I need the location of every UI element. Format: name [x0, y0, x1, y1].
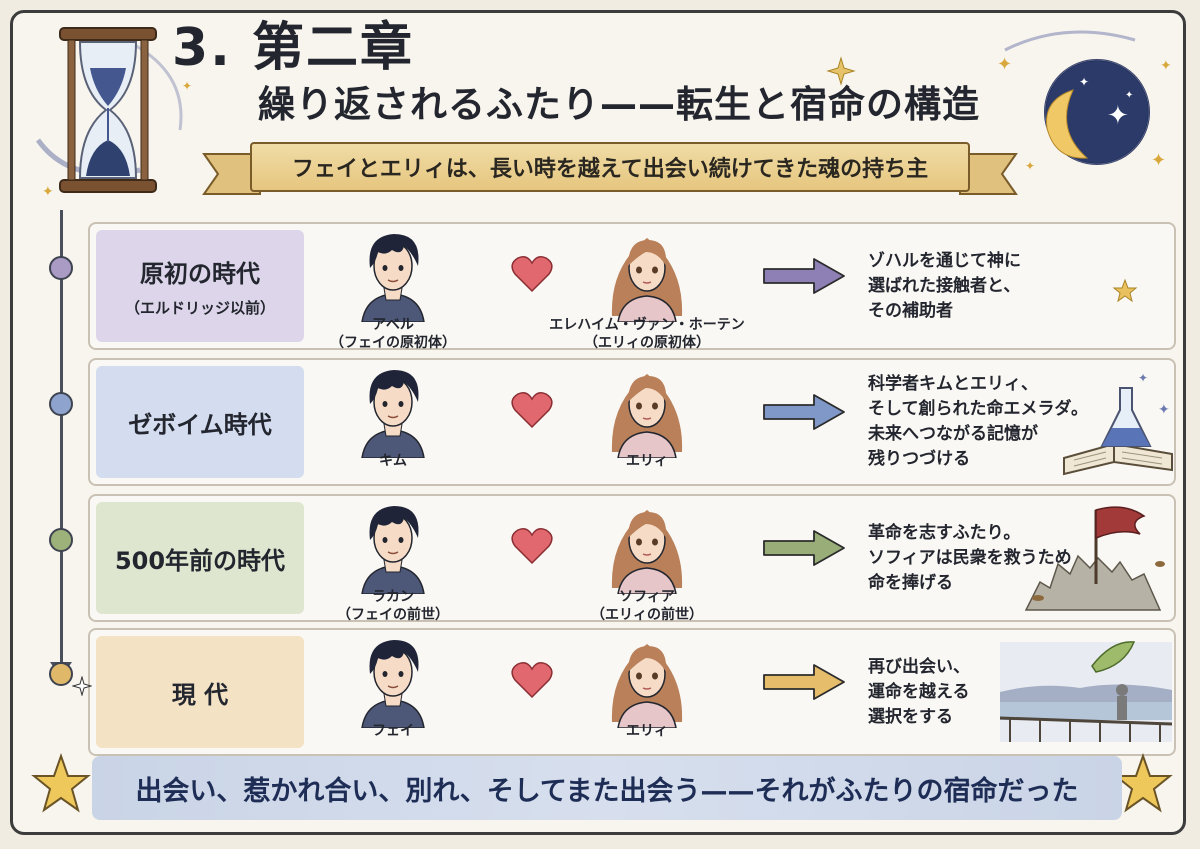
description-line: 残りつづける — [868, 449, 971, 469]
star-icon — [1112, 278, 1138, 303]
timeline-line — [60, 210, 63, 670]
female-caption: エレハイム・ヴァン・ホーテン （エリィの原初体） — [537, 316, 757, 352]
male-caption: フェイ — [283, 722, 503, 740]
era-panel: ゼボイム時代 — [96, 366, 304, 478]
male-name: ラカン — [372, 589, 414, 605]
female-note: （エリィの原初体） — [584, 335, 710, 351]
male-portrait — [348, 498, 438, 595]
banner-text: フェイとエリィは、長い時を越えて出会い続けてきた魂の持ち主 — [250, 142, 970, 192]
male-name: キム — [379, 453, 407, 469]
arrow-right-icon — [762, 662, 846, 702]
era-row: 現 代フェイ エリィ 再び出会い、運命を越える選択をする — [88, 628, 1176, 756]
description-line: 選ばれた接触者と、 — [868, 276, 1021, 296]
timeline-dot — [49, 256, 73, 280]
timeline-dot — [49, 662, 73, 686]
moon-icon: ✦ ✦ ✦ ✦ ✦ ✦ ✦ — [997, 30, 1172, 173]
male-portrait — [348, 362, 438, 459]
era-name: ゼボイム時代 — [128, 410, 272, 439]
era-description: 革命を志すふたり。ソフィアは民衆を救うため命を捧げる — [868, 521, 1072, 596]
male-portrait — [348, 632, 438, 729]
era-subtitle: （エルドリッジ以前） — [124, 299, 275, 317]
era-row: 原初の時代 （エルドリッジ以前） アベル （フェイの原初体） エレハイム・ヴァン・ホーテ… — [88, 222, 1176, 352]
star-icon — [1113, 752, 1173, 813]
female-name: エリィ — [626, 723, 668, 739]
female-name: ソフィア — [619, 589, 675, 605]
star-icon — [31, 752, 91, 813]
era-row: 500年前の時代ラカン （フェイの前世） ソフィア （エリィの前世） 革命を志すふたり。… — [88, 494, 1176, 624]
era-name: 500年前の時代 — [114, 546, 286, 575]
description-line: ソフィアは民衆を救うため — [868, 548, 1072, 568]
female-caption: エリィ — [537, 452, 757, 470]
svg-text:✦: ✦ — [1025, 159, 1035, 173]
arrow-right-icon — [762, 392, 846, 432]
female-note: （エリィの前世） — [591, 607, 703, 623]
female-portrait — [602, 498, 692, 595]
female-caption: ソフィア （エリィの前世） — [537, 588, 757, 624]
svg-text:✦: ✦ — [1158, 402, 1170, 418]
sparkle-icon — [826, 56, 856, 86]
svg-text:✦: ✦ — [1079, 75, 1089, 89]
heart-icon — [510, 526, 554, 566]
description-line: 未来へつながる記憶が — [868, 424, 1038, 444]
era-row: ゼボイム時代キム エリィ 科学者キムとエリィ、そして創られた命エメラダ。未来へつなが… — [88, 358, 1176, 486]
heart-icon — [510, 254, 554, 294]
era-panel: 500年前の時代 — [96, 502, 304, 614]
era-panel: 現 代 — [96, 636, 304, 748]
male-note: （フェイの前世） — [337, 607, 449, 623]
male-name: フェイ — [372, 723, 414, 739]
svg-text:✦: ✦ — [42, 184, 54, 195]
description-line: 革命を志すふたり。 — [868, 523, 1021, 543]
female-portrait — [602, 362, 692, 459]
era-description: ゾハルを通じて神に選ばれた接触者と、その補助者 — [868, 249, 1021, 324]
description-line: その補助者 — [868, 301, 953, 321]
timeline-dot — [49, 392, 73, 416]
svg-text:✦: ✦ — [1107, 101, 1129, 131]
description-line: 命を捧げる — [868, 573, 953, 593]
svg-text:✦: ✦ — [1160, 58, 1172, 74]
description-line: 運命を越える — [868, 682, 970, 702]
era-name: 原初の時代 — [140, 260, 260, 288]
male-caption: ラカン （フェイの前世） — [283, 588, 503, 624]
male-portrait — [348, 226, 438, 323]
chapter-title: 3. 第二章 — [172, 18, 415, 78]
description-line: 再び出会い、 — [868, 657, 970, 677]
female-portrait — [602, 226, 692, 323]
leaf-icon — [1000, 641, 1173, 742]
female-portrait — [602, 632, 692, 729]
page-subtitle: 繰り返されるふたり——転生と宿命の構造 — [258, 83, 980, 126]
era-description: 科学者キムとエリィ、そして創られた命エメラダ。未来へつながる記憶が残りつづける — [868, 372, 1088, 472]
male-caption: キム — [283, 452, 503, 470]
female-name: エレハイム・ヴァン・ホーテン — [549, 317, 745, 333]
hourglass-icon: ✦ ✦ — [35, 27, 192, 195]
female-caption: エリィ — [537, 722, 757, 740]
heart-icon — [510, 390, 554, 430]
description-line: ゾハルを通じて神に — [868, 251, 1021, 271]
era-description: 再び出会い、運命を越える選択をする — [868, 655, 970, 730]
arrow-right-icon — [762, 256, 846, 296]
svg-text:✦: ✦ — [1125, 90, 1133, 101]
svg-text:✦: ✦ — [1138, 371, 1148, 385]
era-panel: 原初の時代 （エルドリッジ以前） — [96, 230, 304, 342]
description-line: そして創られた命エメラダ。 — [868, 399, 1088, 419]
description-line: 科学者キムとエリィ、 — [868, 374, 1038, 394]
theme-banner: フェイとエリィは、長い時を越えて出会い続けてきた魂の持ち主 — [200, 142, 1020, 196]
svg-text:✦: ✦ — [1151, 150, 1166, 171]
sparkle-icon — [72, 676, 92, 696]
timeline-dot — [49, 528, 73, 552]
svg-text:✦: ✦ — [997, 54, 1012, 75]
female-name: エリィ — [626, 453, 668, 469]
arrow-right-icon — [762, 528, 846, 568]
flask-icon: ✦ ✦ — [1063, 371, 1173, 476]
svg-text:✦: ✦ — [182, 79, 192, 93]
male-note: （フェイの原初体） — [330, 335, 456, 351]
conclusion-banner: 出会い、惹かれ合い、別れ、そしてまた出会う——それがふたりの宿命だった — [92, 756, 1122, 820]
male-name: アベル — [372, 317, 414, 333]
male-caption: アベル （フェイの原初体） — [283, 316, 503, 352]
flag-icon — [1024, 506, 1165, 611]
era-name: 現 代 — [171, 680, 229, 709]
heart-icon — [510, 660, 554, 700]
description-line: 選択をする — [868, 707, 953, 727]
